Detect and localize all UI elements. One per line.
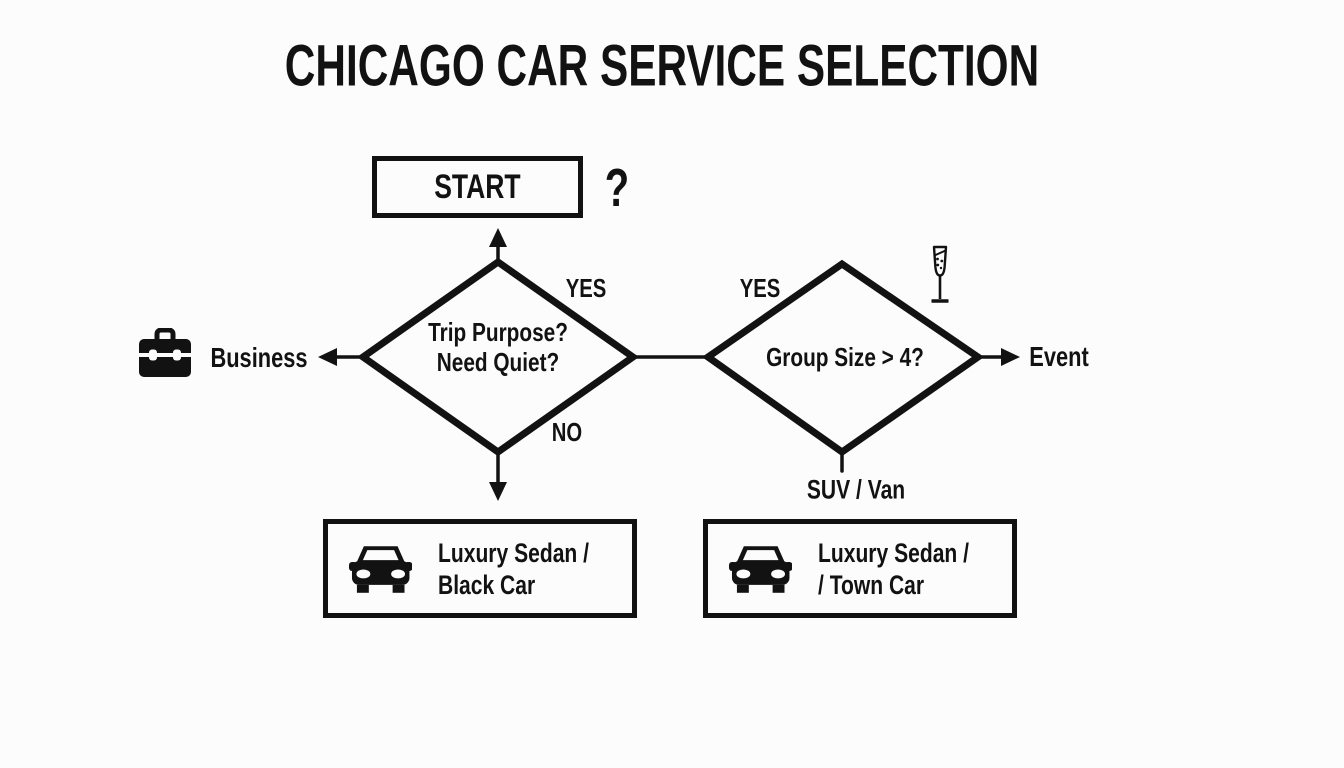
- car-icon: [729, 545, 793, 593]
- decision-group-label: Group Size > 4?: [766, 342, 924, 372]
- page-title: CHICAGO CAR SERVICE SELECTION: [284, 33, 1040, 99]
- result-quiet-line1: Luxury Sedan /: [438, 537, 590, 568]
- result-group-text: Luxury Sedan / / Town Car: [818, 537, 969, 601]
- suv-van-label: SUV / Van: [806, 474, 906, 505]
- trip-no-label: NO: [551, 417, 583, 447]
- decision-diamond-group: [701, 259, 985, 457]
- group-yes-label: YES: [739, 273, 781, 303]
- decision-trip-line2: Need Quiet?: [436, 347, 560, 377]
- question-mark: ?: [604, 158, 630, 218]
- decision-group-text: Group Size > 4?: [766, 342, 924, 372]
- arrowhead-left: [318, 348, 337, 366]
- result-box-quiet: Luxury Sedan / Black Car: [323, 519, 637, 618]
- briefcase-icon: [139, 328, 191, 377]
- decision-trip-text: Trip Purpose? Need Quiet?: [428, 317, 568, 377]
- arrowhead-down: [489, 482, 507, 501]
- result-box-group: Luxury Sedan / / Town Car: [703, 519, 1017, 618]
- result-quiet-text: Luxury Sedan / Black Car: [438, 537, 589, 601]
- event-label: Event: [1029, 341, 1089, 372]
- decision-diamond-trip: [356, 257, 640, 457]
- start-box: START: [372, 156, 583, 218]
- trip-yes-label: YES: [565, 273, 607, 303]
- decision-trip-line1: Trip Purpose?: [428, 317, 568, 347]
- result-group-line2: / Town Car: [818, 569, 925, 600]
- result-quiet-line2: Black Car: [438, 569, 536, 600]
- result-group-line1: Luxury Sedan /: [818, 537, 970, 568]
- car-icon: [349, 545, 413, 593]
- arrowhead-up: [489, 228, 507, 247]
- business-label: Business: [210, 342, 308, 373]
- champagne-glass-icon: [931, 245, 949, 303]
- arrowhead-right: [1001, 348, 1020, 366]
- start-label: START: [434, 168, 521, 206]
